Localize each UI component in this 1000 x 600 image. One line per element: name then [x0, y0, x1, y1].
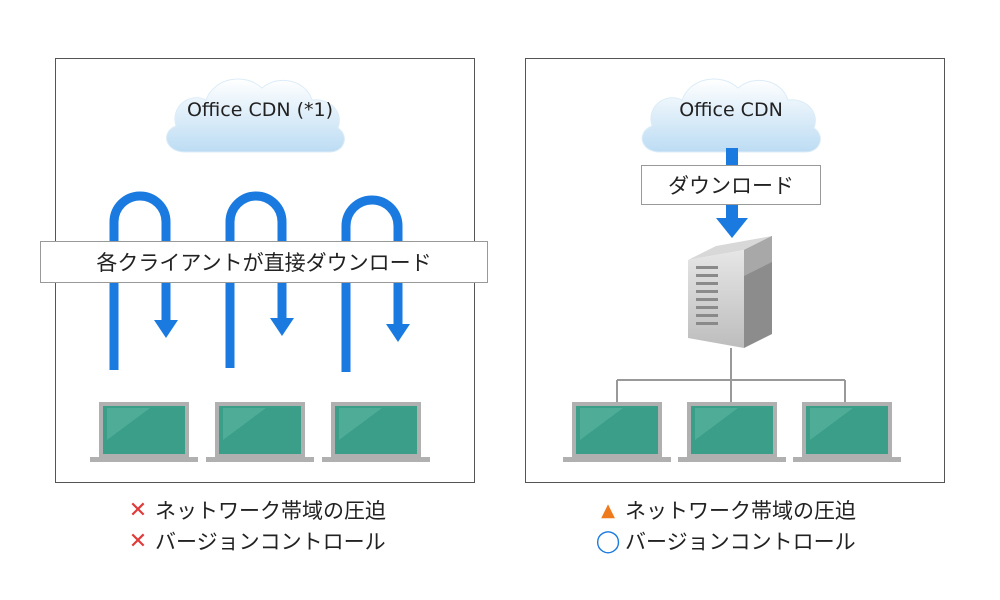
arrowhead-icon: [270, 318, 294, 336]
laptop-icon: [678, 402, 786, 462]
status-item: ✕ バージョンコントロール: [125, 526, 386, 556]
status-item: ✕ ネットワーク帯域の圧迫: [125, 495, 386, 525]
direct-download-banner: 各クライアントが直接ダウンロード: [40, 241, 488, 283]
status-text: ネットワーク帯域の圧迫: [625, 499, 856, 523]
laptop-icon: [90, 402, 198, 462]
server-icon: [688, 236, 772, 348]
laptop-icon: [563, 402, 671, 462]
arrow-stem: [726, 148, 738, 166]
triangle-icon: ▲: [601, 499, 615, 521]
cross-icon: ✕: [128, 497, 148, 523]
laptop-icon: [793, 402, 901, 462]
status-text: バージョンコントロール: [155, 530, 386, 554]
status-item: ▲ ネットワーク帯域の圧迫: [595, 495, 856, 525]
arrowhead-icon: [154, 320, 178, 338]
download-label: ダウンロード: [641, 165, 821, 205]
network-lines: [616, 348, 846, 404]
left-cloud-label: Office CDN (*1): [186, 99, 334, 121]
laptop-icon: [322, 402, 430, 462]
arrowhead-icon: [386, 324, 410, 342]
cloud-icon: [166, 78, 345, 153]
status-text: バージョンコントロール: [625, 530, 856, 554]
circle-icon: ◯: [595, 528, 621, 554]
right-cloud-label: Office CDN: [679, 99, 783, 121]
cross-icon: ✕: [128, 528, 148, 554]
status-item: ◯ バージョンコントロール: [595, 526, 856, 556]
download-arrow-icon: [341, 195, 403, 372]
cloud-icon: [641, 78, 821, 153]
download-arrow-icon: [225, 191, 287, 368]
arrow-stem: [726, 204, 738, 220]
download-arrow-icon: [109, 191, 171, 370]
laptop-icon: [206, 402, 314, 462]
status-text: ネットワーク帯域の圧迫: [155, 499, 386, 523]
arrowhead-icon: [716, 218, 748, 238]
